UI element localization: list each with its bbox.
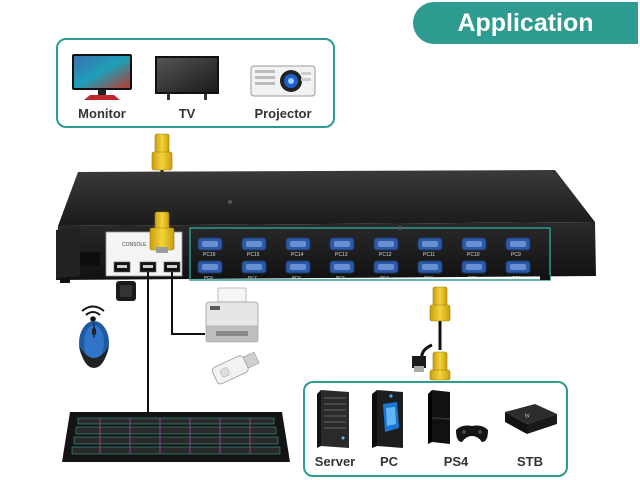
printer-cable: [171, 272, 205, 335]
port-label: PC7: [248, 275, 257, 280]
projector-label: Projector: [254, 106, 312, 121]
port-label: PC14: [291, 252, 304, 258]
vga-ports-top-row: [197, 237, 531, 251]
port-label: PC12: [379, 252, 392, 258]
port-label: PC4: [380, 275, 389, 280]
port-label: PC13: [335, 252, 348, 258]
port-label: PC3: [424, 275, 433, 280]
port-label: PC5: [336, 275, 345, 280]
port-label: PC2: [468, 275, 477, 280]
usb-dongle-icon: [116, 281, 136, 301]
port-label: PC15: [247, 252, 260, 258]
input-server: Server: [310, 388, 360, 469]
usb-flash-drive-icon: [212, 351, 260, 385]
svg-text:tv: tv: [525, 413, 531, 420]
input-ps4: PS4: [420, 388, 492, 469]
tv-icon: [155, 56, 219, 100]
application-banner: Application: [413, 2, 638, 44]
input-pc: PC: [364, 388, 414, 469]
port-label: PC16: [203, 252, 216, 258]
port-label: PC11: [423, 252, 435, 258]
vga-connector-console: [149, 211, 175, 253]
ps4-label: PS4: [443, 454, 469, 469]
port-label: PC9: [511, 252, 521, 258]
tv-label: TV: [178, 106, 196, 121]
projector-icon: [250, 65, 316, 97]
stb-label: STB: [517, 454, 543, 469]
pc-tower-icon: [372, 390, 403, 448]
vga-cable-right: [412, 286, 451, 381]
printer-icon: [205, 287, 259, 343]
output-projector: Projector: [238, 52, 328, 121]
vga-ports-bottom-row: [197, 260, 531, 274]
output-monitor: Monitor: [64, 52, 140, 121]
application-title: Application: [457, 8, 594, 37]
keyboard-icon: [62, 412, 290, 462]
input-stb: tv STB: [496, 388, 564, 469]
wifi-icon: [81, 305, 105, 322]
ps4-icon: [428, 390, 488, 444]
port-label: PC8: [204, 275, 213, 280]
monitor-label: Monitor: [78, 106, 126, 121]
pc-label: PC: [379, 454, 399, 469]
port-label: PC1: [512, 275, 521, 280]
mouse-icon: [79, 321, 109, 368]
vga-connector-top: [151, 133, 173, 171]
output-tv: TV: [148, 52, 226, 121]
stb-icon: tv: [505, 404, 557, 434]
vga-ports-bottom-labels: PC8 PC7 PC6 PC5 PC4 PC3 PC2 PC1: [204, 275, 521, 280]
port-label: PC6: [292, 275, 301, 280]
server-label: Server: [314, 454, 356, 469]
monitor-icon: [72, 54, 132, 100]
console-label: CONSOLE: [122, 242, 147, 248]
vga-ports-top-labels: PC16 PC15 PC14 PC13 PC12 PC11 PC10 PC9: [203, 252, 521, 258]
usb-ports: [113, 261, 181, 273]
server-icon: [317, 390, 349, 448]
port-label: PC10: [467, 252, 480, 258]
pc-ports-area: [189, 227, 551, 281]
